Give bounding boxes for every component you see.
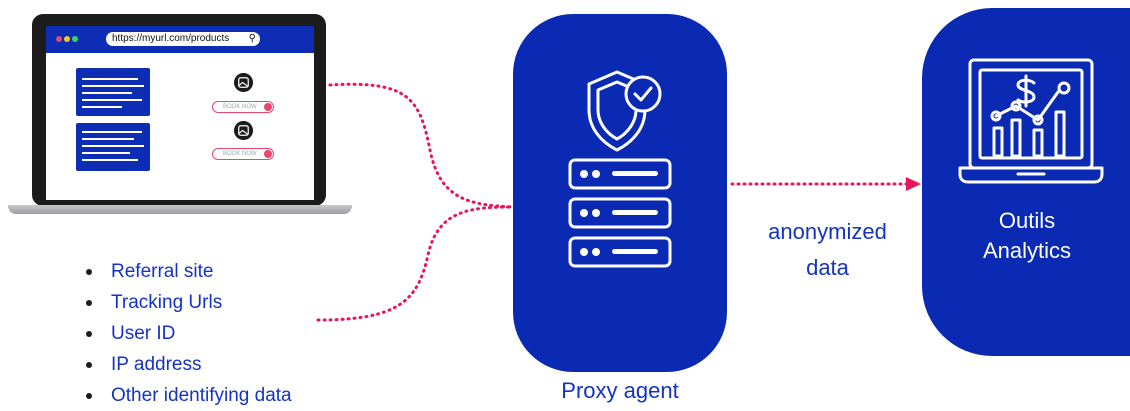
book-now-button[interactable]: BOOK NOW (212, 148, 274, 160)
list-item: IP address (86, 349, 292, 380)
proxy-agent-label: Proxy agent (561, 378, 679, 403)
list-item: User ID (86, 318, 292, 349)
arrowhead-icon (906, 177, 921, 191)
url-text: https://myurl.com/products (112, 33, 230, 44)
connector-list-to-proxy (316, 205, 515, 322)
server-icon (568, 158, 672, 268)
collected-data-list: Referral site Tracking Urls User ID IP a… (86, 256, 292, 411)
content-card (76, 68, 150, 116)
image-icon (234, 121, 253, 140)
analytics-laptop-icon (958, 58, 1104, 184)
window-minimize-dot-icon (64, 36, 70, 42)
content-card (76, 123, 150, 171)
browser-toolbar: https://myurl.com/products ⚲ (46, 26, 314, 53)
window-close-dot-icon (56, 36, 62, 42)
arrow-right-icon (264, 150, 272, 158)
list-item: Other identifying data (86, 380, 292, 411)
analytics-label: Outils Analytics (982, 208, 1072, 263)
proxy-agent-node (513, 14, 727, 372)
analytics-node: Outils Analytics (922, 8, 1130, 356)
arrow-right-icon (264, 103, 272, 111)
window-maximize-dot-icon (72, 36, 78, 42)
list-item: Referral site (86, 256, 292, 287)
image-icon (234, 73, 253, 92)
connector-browser-to-proxy (328, 82, 515, 209)
flow-label: anonymized data (768, 219, 887, 280)
shield-check-icon (587, 70, 662, 152)
laptop-base (8, 205, 352, 214)
book-now-button[interactable]: BOOK NOW (212, 101, 274, 113)
laptop-screen: https://myurl.com/products ⚲ BOOK NOW BO… (46, 26, 314, 200)
url-bar: https://myurl.com/products ⚲ (106, 32, 260, 46)
list-item: Tracking Urls (86, 287, 292, 318)
search-icon: ⚲ (248, 33, 256, 44)
